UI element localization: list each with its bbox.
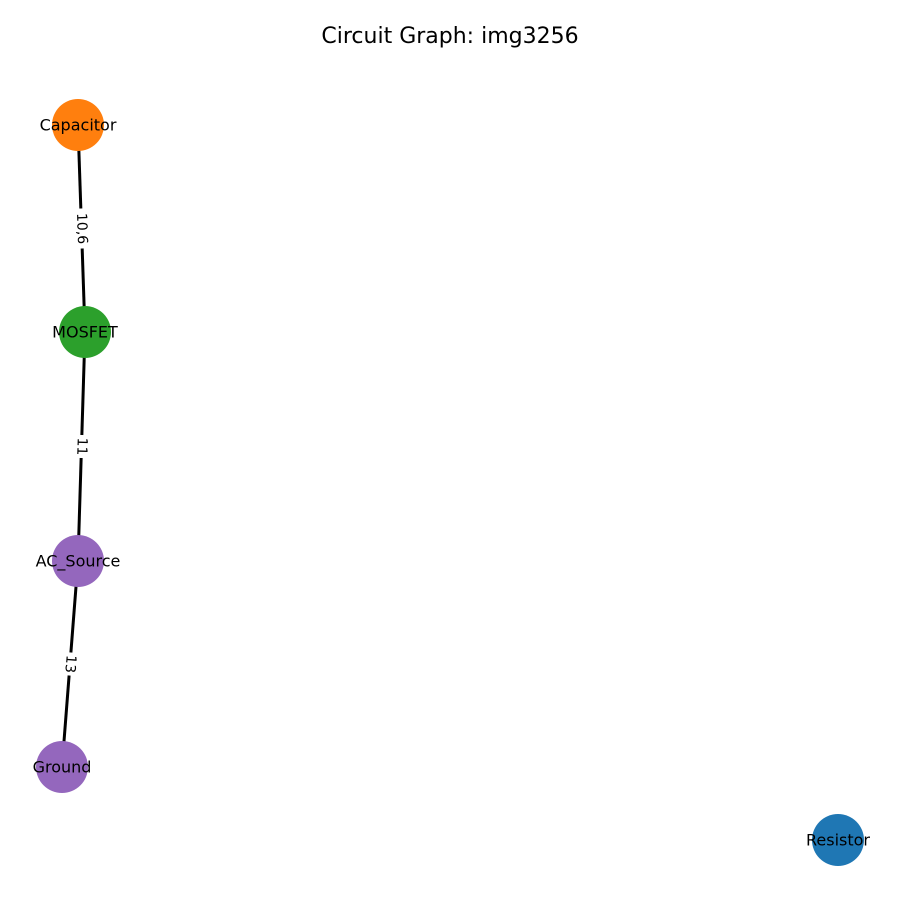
- node-label: Resistor: [806, 831, 870, 850]
- edge-label: 13: [61, 654, 78, 673]
- edge-label-background: [70, 208, 93, 249]
- edge-capacitor-mosfet: 10,6: [70, 124, 93, 333]
- node-label: MOSFET: [52, 323, 118, 342]
- node-ground: Ground: [33, 741, 92, 793]
- node-capacitor: Capacitor: [40, 99, 117, 151]
- edge-ac_source-ground: 13: [59, 560, 81, 768]
- edge-label: 11: [73, 437, 90, 455]
- node-ac_source: AC_Source: [36, 535, 121, 587]
- node-circle: [52, 99, 104, 151]
- node-circle: [52, 535, 104, 587]
- edge-label-background: [59, 651, 81, 677]
- node-label: AC_Source: [36, 552, 121, 572]
- node-circle: [812, 814, 864, 866]
- edge-label-background: [71, 434, 92, 459]
- edge-mosfet-ac_source: 11: [71, 331, 92, 562]
- node-label: Ground: [33, 758, 92, 777]
- node-resistor: Resistor: [806, 814, 870, 866]
- edge-label: 10,6: [73, 213, 90, 245]
- edges-layer: 10,6 11 13: [59, 124, 93, 768]
- node-circle: [59, 306, 111, 358]
- node-circle: [36, 741, 88, 793]
- node-mosfet: MOSFET: [52, 306, 118, 358]
- graph-title: Circuit Graph: img3256: [321, 24, 578, 49]
- node-label: Capacitor: [40, 116, 117, 135]
